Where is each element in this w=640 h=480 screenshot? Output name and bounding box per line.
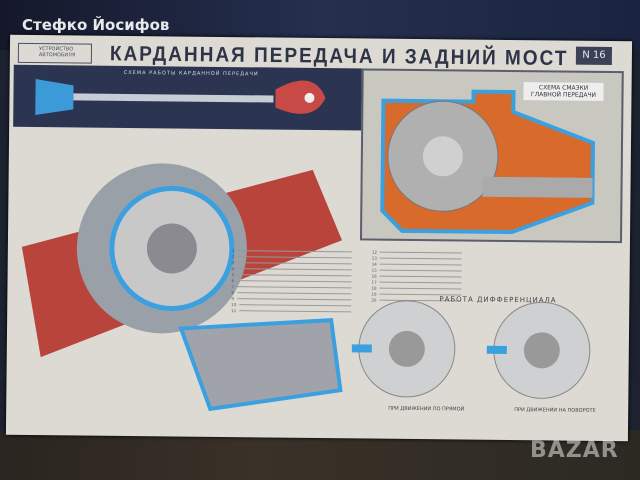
poster: УСТРОЙСТВО АВТОМОБИЛЯ КАРДАННАЯ ПЕРЕДАЧА… (5, 34, 633, 442)
caption-straight: ПРИ ДВИЖЕНИИ ПО ПРЯМОЙ (388, 405, 465, 413)
lubrication-illustration (380, 89, 596, 235)
sheet-number: N 16 (575, 46, 613, 66)
bazar-logo: BAZAR (530, 438, 619, 463)
lubrication-label: СХЕМА СМАЗКИ ГЛАВНОЙ ПЕРЕДАЧИ (523, 82, 604, 101)
driveline-illustration (35, 79, 326, 116)
driveline-scheme-panel: СХЕМА РАБОТЫ КАРДАННОЙ ПЕРЕДАЧИ (13, 64, 366, 131)
poster-logo: УСТРОЙСТВО АВТОМОБИЛЯ (17, 42, 93, 64)
watermark: Стефко Йосифов (22, 16, 170, 34)
caption-turn: ПРИ ДВИЖЕНИИ НА ПОВОРОТЕ (514, 407, 596, 414)
differential-illustrations (351, 300, 591, 399)
lubrication-scheme-panel: СХЕМА СМАЗКИ ГЛАВНОЙ ПЕРЕДАЧИ (359, 68, 624, 244)
legend-item: 11 (231, 307, 352, 314)
rear-axle-cutaway (21, 163, 343, 412)
